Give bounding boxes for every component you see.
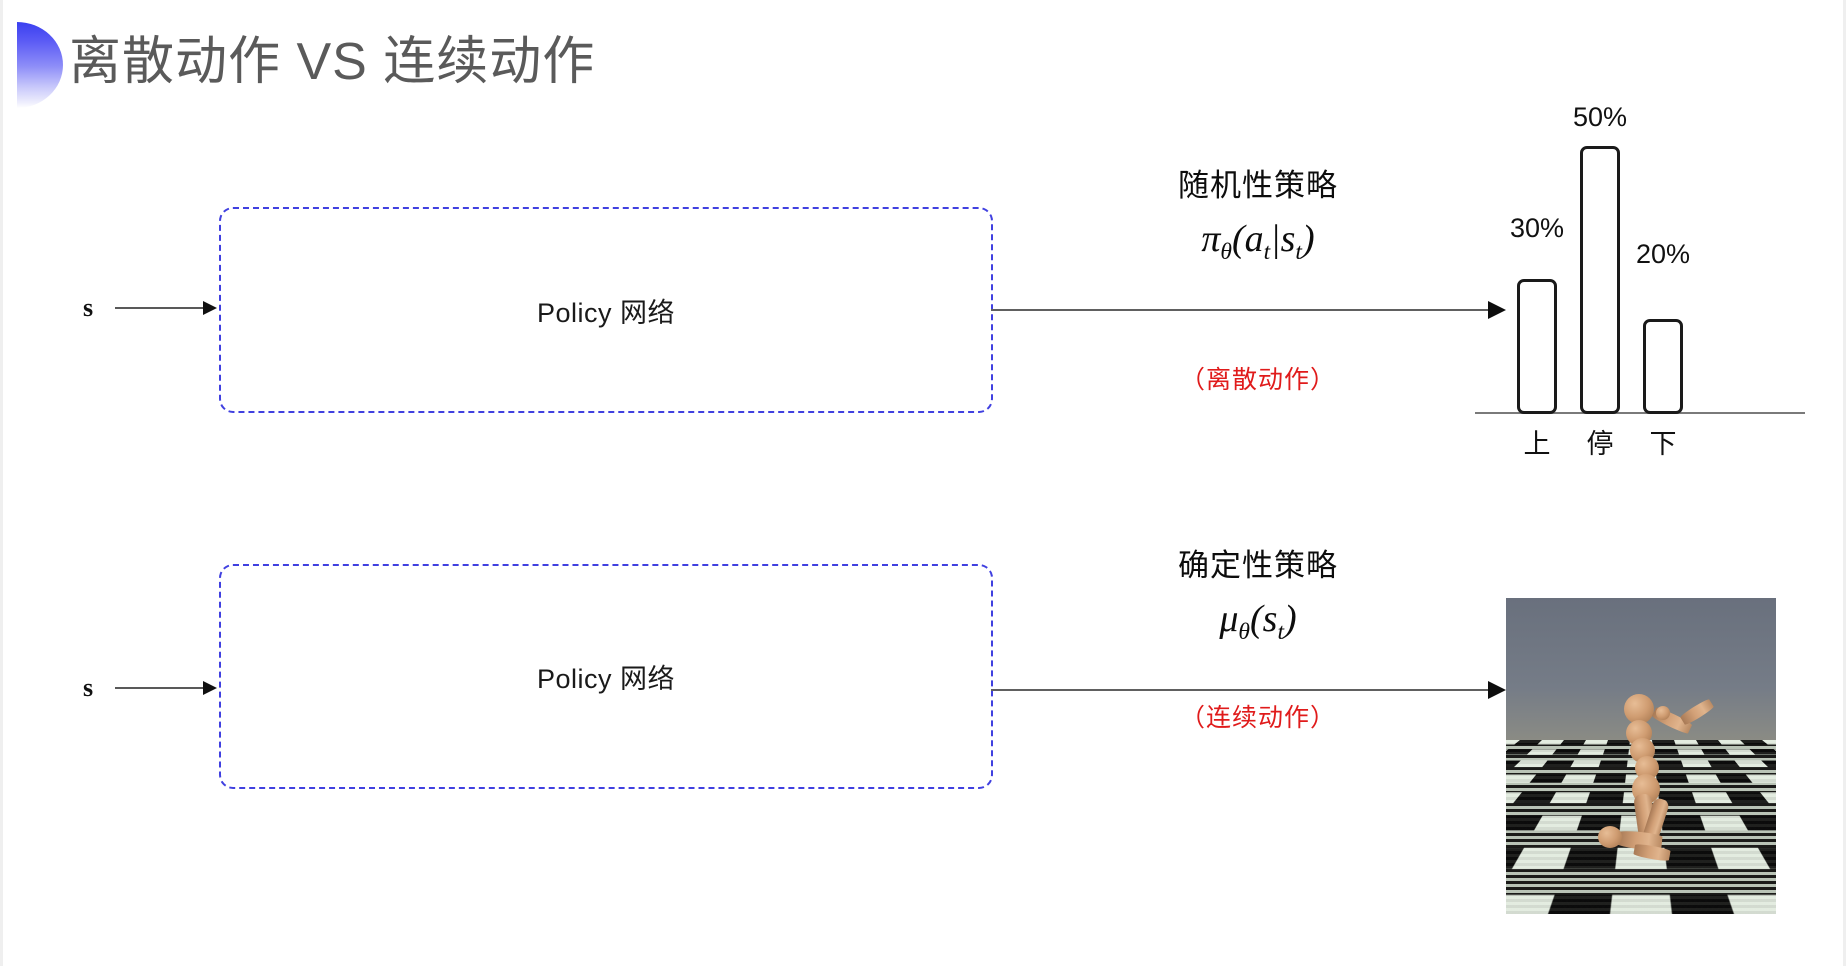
humanoid-knee-back — [1598, 826, 1622, 848]
t-subscript-1: t — [1263, 238, 1271, 265]
bar-chart-baseline — [1475, 412, 1805, 414]
humanoid-head — [1624, 694, 1654, 724]
discrete-output-arrow — [991, 301, 1506, 319]
bar-value-0: 30% — [1509, 213, 1565, 243]
bar-value-2: 20% — [1635, 239, 1691, 269]
formula-open: (s — [1250, 598, 1278, 640]
humanoid-body — [1506, 598, 1776, 914]
continuous-output-arrow — [991, 681, 1506, 699]
discrete-policy-network-box[interactable]: Policy 网络 — [219, 207, 993, 413]
discrete-annotation: 随机性策略 πθ(at|st) — [1133, 160, 1383, 265]
discrete-input-state-label: s — [83, 293, 94, 322]
bar-value-1: 50% — [1572, 102, 1628, 132]
bar-2[interactable] — [1643, 319, 1683, 414]
discrete-policy-formula: πθ(at|st) — [1133, 217, 1383, 265]
mu-symbol: μ — [1219, 598, 1239, 640]
action-probability-bar-chart: 30% 上 50% 停 20% 下 — [1475, 100, 1815, 459]
pi-symbol: π — [1201, 218, 1221, 260]
theta-subscript: θ — [1238, 618, 1250, 645]
discrete-input-arrow — [115, 301, 217, 315]
formula-close: ) — [1284, 598, 1297, 640]
formula-close: ) — [1301, 218, 1315, 260]
continuous-action-row: s Policy 网络 确定性策略 μθ(st) （连续动作） — [3, 450, 1843, 966]
continuous-policy-network-box[interactable]: Policy 网络 — [219, 564, 993, 789]
page-title: 离散动作 VS 连续动作 — [69, 33, 596, 91]
bar-category-1: 停 — [1586, 429, 1614, 459]
continuous-policy-network-label: Policy 网络 — [536, 664, 676, 694]
theta-subscript: θ — [1220, 238, 1232, 265]
continuous-policy-type-label: 确定性策略 — [1178, 548, 1338, 583]
continuous-policy-formula: μθ(st) — [1133, 597, 1383, 645]
discrete-action-row: s Policy 网络 随机性策略 πθ(at|st) （离散动作） 30% 上… — [3, 0, 1843, 500]
discrete-action-note: （离散动作） — [1179, 366, 1336, 394]
continuous-input-arrow — [115, 681, 217, 695]
t-subscript-2: t — [1295, 238, 1302, 265]
continuous-action-note: （连续动作） — [1179, 704, 1336, 732]
t-subscript-1: t — [1277, 618, 1284, 645]
humanoid-foot-front — [1633, 842, 1671, 863]
continuous-input-state-label: s — [83, 673, 94, 702]
bar-0[interactable] — [1517, 279, 1557, 414]
formula-bar: |s — [1270, 218, 1296, 260]
continuous-annotation: 确定性策略 μθ(st) — [1133, 540, 1383, 645]
humanoid-forearm — [1679, 697, 1715, 727]
discrete-policy-network-label: Policy 网络 — [536, 297, 676, 328]
bar-category-0: 上 — [1523, 429, 1551, 459]
humanoid-simulation-image — [1506, 598, 1776, 914]
bar-1[interactable] — [1580, 146, 1620, 414]
formula-open: (a — [1231, 218, 1264, 260]
bar-category-2: 下 — [1649, 429, 1677, 459]
discrete-policy-type-label: 随机性策略 — [1178, 168, 1338, 203]
humanoid-hand — [1656, 706, 1670, 720]
